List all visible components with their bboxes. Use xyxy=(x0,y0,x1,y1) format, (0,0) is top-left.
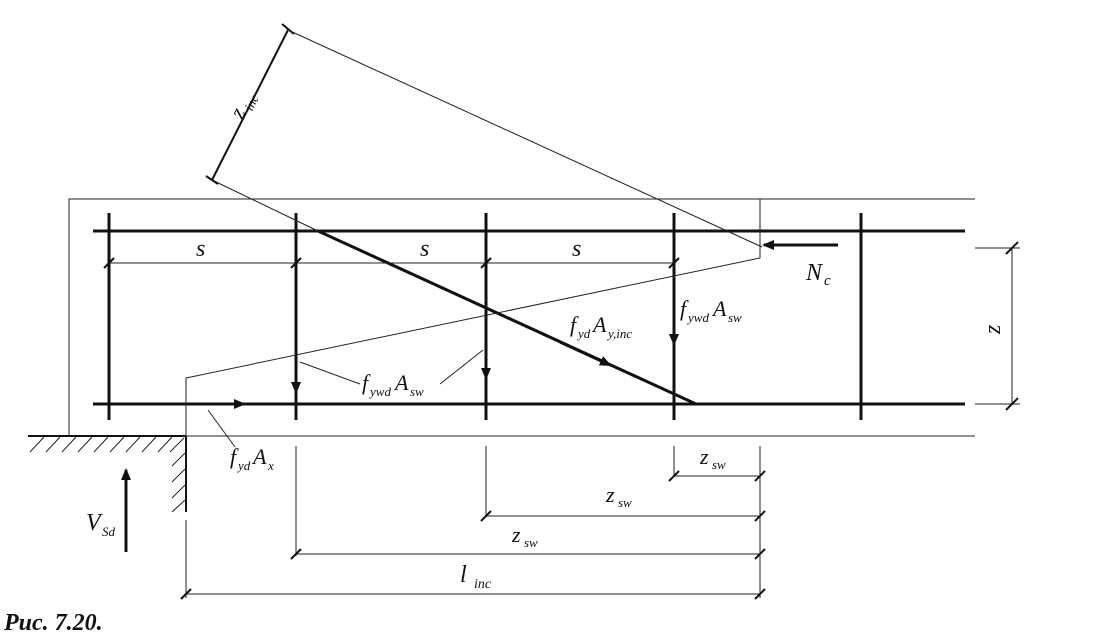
svg-text:A: A xyxy=(393,370,409,395)
svg-text:z: z xyxy=(980,324,1006,335)
zsw1-tick-a xyxy=(668,470,680,482)
svg-text:yd: yd xyxy=(236,458,251,473)
svg-text:sw: sw xyxy=(524,535,538,550)
svg-text:f: f xyxy=(230,444,239,469)
svg-text:z: z xyxy=(511,522,521,547)
s-label-2: s xyxy=(420,236,429,262)
inclined-extension xyxy=(211,179,319,232)
inclined-bar xyxy=(317,229,697,406)
svg-text:x: x xyxy=(267,458,274,473)
fywd-asw-right-label: f ywd A sw xyxy=(680,296,742,325)
vsd-label: V Sd xyxy=(86,510,116,539)
z-label: z xyxy=(980,324,1006,335)
svg-text:f: f xyxy=(680,296,689,321)
svg-text:sw: sw xyxy=(410,384,424,399)
z-inc-tick-2 xyxy=(281,23,295,35)
svg-text:A: A xyxy=(711,296,727,321)
fyd-ayinc-label: f yd A y,inc xyxy=(570,312,632,341)
s-tick-2 xyxy=(290,257,302,269)
beam-outline xyxy=(68,198,975,437)
svg-text:y,inc: y,inc xyxy=(606,326,632,341)
inclined-bar-arrow xyxy=(559,340,612,367)
linc-tick-b xyxy=(754,588,766,600)
fywd-asw-left-label: f ywd A sw xyxy=(362,370,424,399)
s-label-1: s xyxy=(196,236,205,262)
s-label-3: s xyxy=(572,236,581,262)
svg-text:l: l xyxy=(460,562,467,588)
z-tick-2 xyxy=(1005,397,1019,411)
zsw1-tick-b xyxy=(754,470,766,482)
fywd-leader-2 xyxy=(439,349,484,385)
linc-tick-a xyxy=(180,588,192,600)
z-tick-1 xyxy=(1005,241,1019,255)
s-tick-3 xyxy=(480,257,492,269)
zsw2-label: z sw xyxy=(605,482,632,510)
svg-text:inc: inc xyxy=(474,577,492,592)
zsw3-tick-a xyxy=(290,548,302,560)
zsw2-tick-b xyxy=(754,510,766,522)
svg-text:f: f xyxy=(570,312,579,337)
svg-text:c: c xyxy=(824,273,831,289)
svg-text:ywd: ywd xyxy=(368,384,391,399)
svg-text:sw: sw xyxy=(618,495,632,510)
fyd-ax-label: f yd A x xyxy=(230,444,274,473)
s-tick-4 xyxy=(668,257,680,269)
linc-label: l inc xyxy=(460,562,492,592)
svg-text:ywd: ywd xyxy=(686,310,709,325)
svg-text:A: A xyxy=(591,312,607,337)
nc-label: N c xyxy=(805,260,831,289)
s-tick-1 xyxy=(103,257,115,269)
svg-text:Sd: Sd xyxy=(102,524,116,539)
z-inc-top-line xyxy=(287,29,763,248)
free-body-boundary xyxy=(185,199,761,436)
svg-text:sw: sw xyxy=(728,310,742,325)
svg-text:N: N xyxy=(805,260,824,286)
svg-text:f: f xyxy=(362,370,371,395)
fywd-leader-1 xyxy=(299,361,361,385)
zsw1-label: z sw xyxy=(699,444,726,472)
svg-text:z: z xyxy=(699,444,709,469)
zsw2-tick-a xyxy=(480,510,492,522)
svg-text:sw: sw xyxy=(712,457,726,472)
z-inc-dim-line xyxy=(211,29,289,181)
svg-text:V: V xyxy=(86,510,103,536)
fyd-ax-leader xyxy=(207,409,236,448)
svg-text:inc: inc xyxy=(241,92,262,113)
support-hatch xyxy=(29,436,186,513)
z-inc-tick-1 xyxy=(205,175,219,185)
zsw3-tick-b xyxy=(754,548,766,560)
svg-text:A: A xyxy=(251,444,267,469)
svg-text:z: z xyxy=(605,482,615,507)
zsw3-label: z sw xyxy=(511,522,538,550)
svg-text:yd: yd xyxy=(576,326,591,341)
figure-caption: Рис. 7.20. xyxy=(3,610,103,636)
